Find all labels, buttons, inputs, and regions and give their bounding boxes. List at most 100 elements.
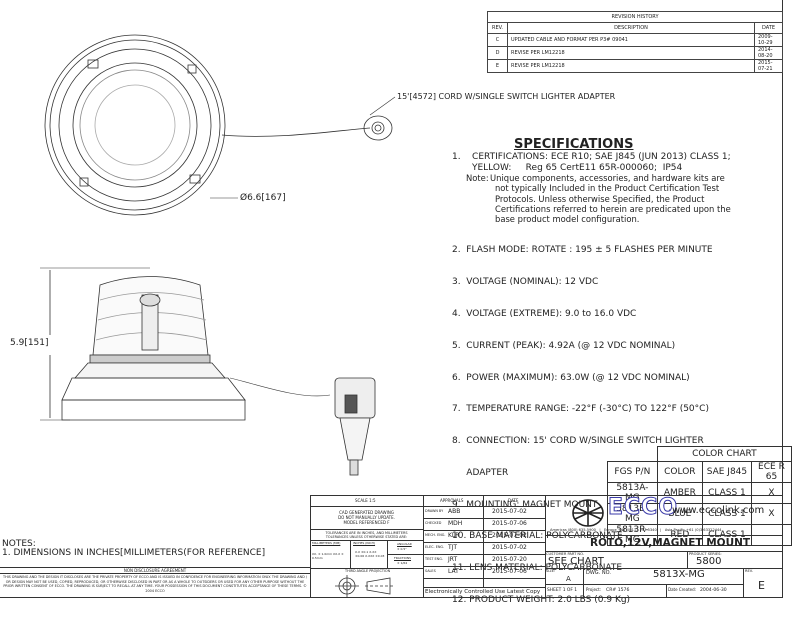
diameter-dimension: Ø6.6[167]: [240, 193, 286, 203]
dwg-no-value: 5813X-MG: [653, 569, 705, 580]
divider: [423, 578, 545, 579]
customer-part-label: CUSTOMER PART NO.: [546, 552, 584, 556]
cord-callout: 15'[4572] CORD W/SINGLE SWITCH LIGHTER A…: [397, 92, 616, 101]
approval-date: 2015-07-06: [492, 520, 527, 527]
size-value: A: [566, 575, 571, 583]
note-label: Note:: [466, 173, 489, 184]
nda-title: NON DISCLOSURE AGREEMENT: [0, 568, 310, 574]
cad-note: CAD GENERATED DRAWING: [339, 510, 394, 515]
approval-name: JRT: [448, 556, 458, 563]
lighter-plug-side: [334, 377, 376, 476]
size-label: SIZE:: [546, 569, 556, 573]
rev-header: REV.: [487, 22, 508, 34]
revision-title: REVISION HISTORY: [487, 11, 783, 23]
specifications-title: SPECIFICATIONS: [514, 137, 634, 152]
approval-date: 2015-07-20: [492, 556, 527, 563]
divider: [423, 530, 545, 531]
approval-role: TEST ENG.: [425, 557, 443, 561]
approval-role: SALES: [425, 569, 436, 573]
lighter-plug-top: [363, 115, 393, 141]
side-view: [40, 267, 331, 421]
note-line: not typically Included in the Product Ce…: [495, 183, 720, 194]
spec-item: 10. BASE MATERIAL: POLYCARBONATE: [452, 531, 623, 542]
spec-item: ADAPTER: [452, 467, 509, 478]
product-series-value: 5800: [696, 556, 722, 567]
spec-item: 12. PRODUCT WEIGHT: 2.0 LBS (0.9 Kg): [452, 594, 631, 605]
drawing-title: ROTO,12V,MAGNET MOUNT: [590, 537, 751, 549]
tol-mm-label: MILLIMETERS (MM): [312, 541, 341, 545]
spec-item: 8. CONNECTION: 15' CORD W/SINGLE SWITCH …: [452, 436, 704, 447]
tol-in-label: INCHES (INCH): [353, 541, 376, 545]
date-header: DATE: [508, 498, 519, 503]
tol-mm-values: XX. ± 1.0mm XX.X ± 0.5mm: [312, 552, 344, 560]
approval-name: MDH: [448, 520, 463, 527]
spec-item: 7. TEMPERATURE RANGE: -22°F (-30°C) TO 1…: [452, 404, 709, 415]
cad-note: MODEL REFERENCED F: [343, 520, 390, 525]
frame-right: [782, 0, 783, 598]
ecco-logo: ECCO: [607, 495, 679, 520]
divider: [423, 542, 545, 543]
tol-angular-value: ± 0.5°: [397, 547, 407, 551]
divider: [666, 584, 667, 598]
spec-item: YELLOW: Reg 65 CertE11 65R-000060; IP54: [472, 162, 683, 173]
divider: [423, 495, 424, 598]
phone-numbers: Americas (800) 635-5900 | Europe +44 (0)…: [550, 528, 722, 532]
approval-date: 2015-07-02: [492, 532, 527, 539]
notes-item: 1. DIMENSIONS IN INCHES[MILLIMETERS(FOR …: [2, 548, 266, 558]
specifications: SPECIFICATIONS 1. CERTIFICATIONS: ECE R1…: [452, 137, 782, 627]
spec-item: 4. VOLTAGE (EXTREME): 9.0 to 16.0 VDC: [452, 308, 637, 319]
approval-role: DRAWN BY: [425, 509, 444, 513]
tol-fractions-label: FRACTIONS: [394, 556, 412, 560]
projection-label: THIRD ANGLE PROJECTION: [345, 569, 391, 573]
tolerance-note: TOLERANCES UNLESS OTHERWISE STATED ARE:: [325, 535, 408, 539]
approval-role: MECH. ENG.: [425, 533, 446, 537]
divider: [387, 554, 423, 555]
approval-name: KLR: [448, 532, 460, 539]
divider: [423, 566, 545, 567]
date-created-value: 2004-06-30: [700, 588, 727, 593]
rev-label: REV.: [745, 569, 753, 573]
spec-item: 9. MOUNTING: MAGNET MOUNT: [452, 499, 598, 510]
note-line: Unique components, accessories, and hard…: [490, 173, 725, 184]
divider: [423, 587, 545, 588]
divider: [583, 568, 584, 598]
height-dimension: 5.9[151]: [10, 338, 49, 348]
divider: [743, 568, 744, 598]
divider: [350, 540, 351, 568]
scale-label: SCALE 1:5: [355, 498, 376, 503]
divider: [545, 495, 546, 598]
website-link[interactable]: www.eccolink.com: [672, 505, 765, 516]
divider: [483, 495, 484, 587]
approval-date: 2015-07-02: [492, 544, 527, 551]
approval-date: 2015-07-06: [492, 568, 527, 575]
date-created-label: Date Created:: [668, 587, 697, 592]
title-block: [310, 495, 783, 598]
tol-in-values: X.X ±0.1 X.XX ±0.06 X.XXX ±0.03: [355, 550, 385, 558]
product-series-label: PRODUCT SERIES:: [689, 552, 722, 556]
project-label: Project:: [586, 587, 602, 592]
divider: [687, 551, 688, 568]
divider: [423, 518, 545, 519]
approval-name: LAT: [448, 568, 459, 575]
divider: [310, 568, 423, 569]
customer-part-value: SEE CHART: [548, 556, 604, 567]
project-value: CR# 1576: [606, 588, 630, 593]
divider: [545, 535, 783, 536]
approval-name: ABB: [448, 508, 461, 515]
divider: [545, 551, 783, 552]
note-line: Certifications referred to herein are pr…: [495, 203, 731, 214]
spec-item: 2. FLASH MODE: ROTATE : 195 ± 5 FLASHES …: [452, 245, 713, 256]
top-view: [44, 34, 371, 216]
note-line: Protocols. Unless otherwise Specified, t…: [495, 193, 705, 204]
spec-item: 3. VOLTAGE (NOMINAL): 12 VDC: [452, 277, 599, 288]
notes-title: NOTES:: [2, 539, 36, 549]
tolerance-note: TOLERANCES ARE IN INCHES, AND MILLIMETER…: [325, 531, 408, 535]
spec-item: 1. CERTIFICATIONS: ECE R10; SAE J845 (JU…: [452, 152, 731, 162]
approval-date: 2015-07-02: [492, 508, 527, 515]
